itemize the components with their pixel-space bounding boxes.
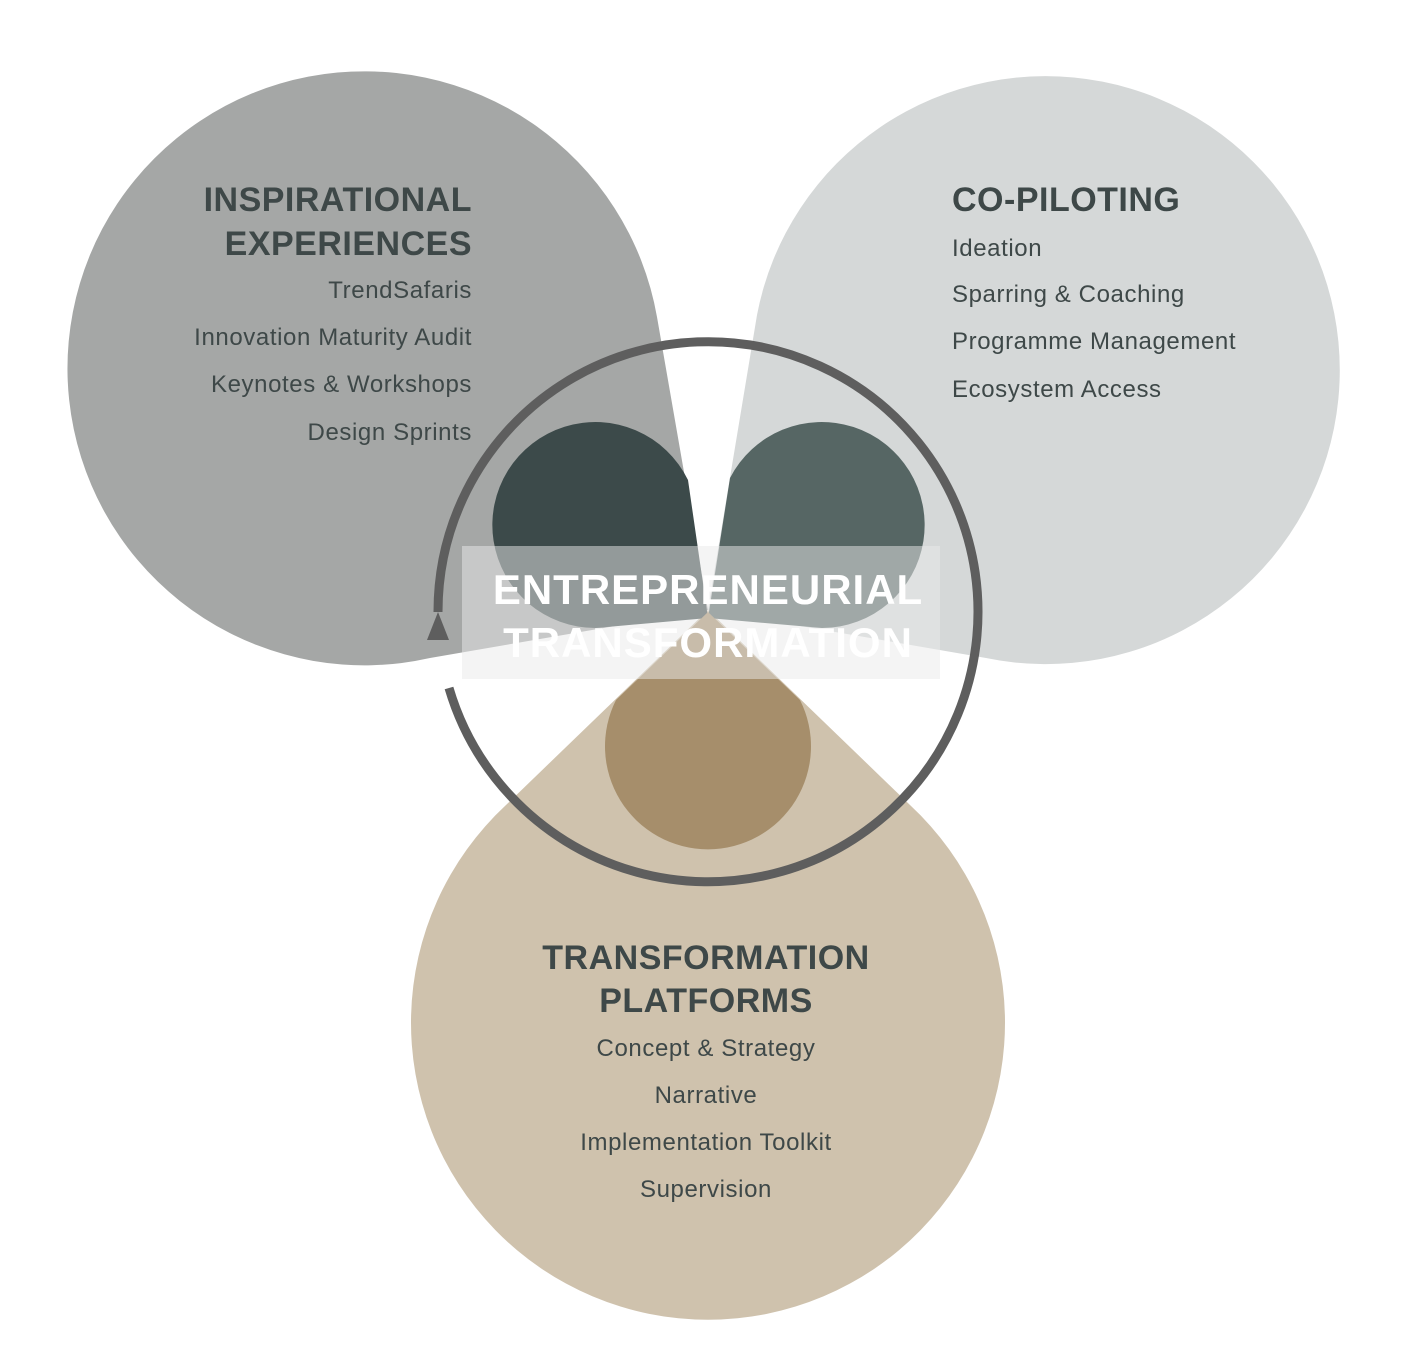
co-piloting-item: Ideation <box>952 235 1042 262</box>
co-piloting-item: Programme Management <box>952 328 1236 355</box>
platforms-title-line2: PLATFORMS <box>599 982 813 1020</box>
inspirational-item: TrendSafaris <box>328 277 472 304</box>
cycle-arrow-icon <box>427 612 449 640</box>
platforms-item: Narrative <box>655 1082 758 1109</box>
center-title-line2: TRANSFORMATION <box>503 619 913 666</box>
co-piloting-title: CO-PILOTING <box>952 181 1180 219</box>
platforms-item: Supervision <box>640 1176 772 1203</box>
platforms-item: Implementation Toolkit <box>580 1129 832 1156</box>
platforms-title-line1: TRANSFORMATION <box>542 939 869 977</box>
cycle-ring <box>433 337 983 887</box>
co-piloting-item: Sparring & Coaching <box>952 281 1185 308</box>
inspirational-item: Design Sprints <box>308 419 472 446</box>
inspirational-item: Innovation Maturity Audit <box>194 324 472 351</box>
inspirational-item: Keynotes & Workshops <box>211 371 472 398</box>
inspirational-title-line1: INSPIRATIONAL <box>204 181 472 219</box>
center-label-box <box>462 546 940 679</box>
center-title-line1: ENTREPRENEURIAL <box>493 566 923 613</box>
platforms-item: Concept & Strategy <box>597 1035 816 1062</box>
transformation-platforms-drop <box>410 610 1005 1320</box>
inspirational-title-line2: EXPERIENCES <box>225 225 472 263</box>
co-piloting-item: Ecosystem Access <box>952 376 1162 403</box>
